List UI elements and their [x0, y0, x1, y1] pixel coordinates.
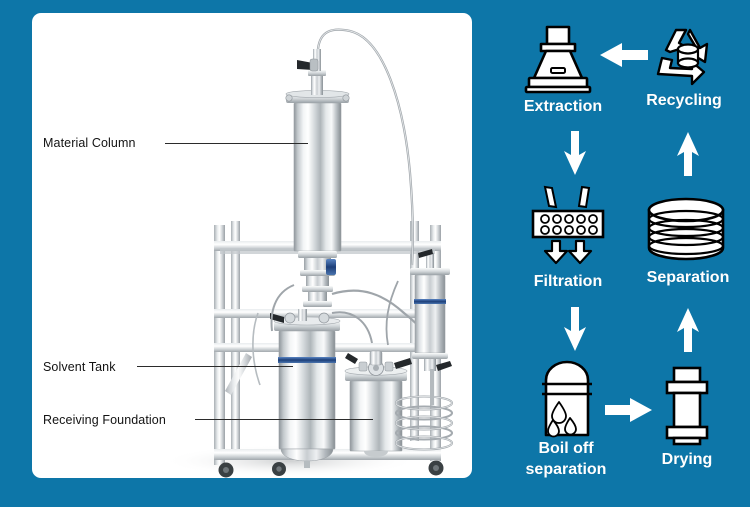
- step-label-extraction: Extraction: [523, 98, 603, 115]
- arrow-up-icon: [675, 131, 701, 177]
- product-photo-card: Material Column Solvent Tank Receiving F…: [32, 13, 472, 478]
- step-label-separation: Separation: [646, 269, 730, 286]
- leader-line-receiving-foundation: [195, 419, 373, 420]
- callout-solvent-tank: Solvent Tank: [43, 360, 116, 374]
- machine-illustration: [162, 28, 454, 478]
- arrow-down-icon-2: [562, 305, 588, 353]
- arrow-left-icon: [598, 40, 650, 70]
- extraction-machine-photo: [32, 13, 472, 478]
- stacked-discs-icon: [643, 197, 729, 261]
- extraction-vessel-icon: [520, 24, 596, 96]
- step-label-filtration: Filtration: [533, 273, 603, 290]
- step-label-boil-off-separation: Boil off separation: [525, 440, 607, 478]
- callout-receiving-foundation: Receiving Foundation: [43, 413, 166, 427]
- step-label-recycling: Recycling: [646, 92, 722, 109]
- arrow-up-icon-2: [675, 307, 701, 353]
- boil-off-vessel-icon: [537, 360, 597, 438]
- leader-line-solvent-tank: [137, 366, 293, 367]
- filter-plate-icon: [525, 185, 611, 265]
- step-label-drying: Drying: [661, 451, 713, 468]
- arrow-right-icon: [604, 395, 654, 425]
- leader-line-material-column: [165, 143, 308, 144]
- drying-column-icon: [658, 364, 716, 446]
- callout-material-column: Material Column: [43, 136, 136, 150]
- arrow-down-icon: [562, 129, 588, 177]
- recycling-arrows-icon: [648, 22, 720, 92]
- process-flow-panel: Extraction: [480, 0, 750, 507]
